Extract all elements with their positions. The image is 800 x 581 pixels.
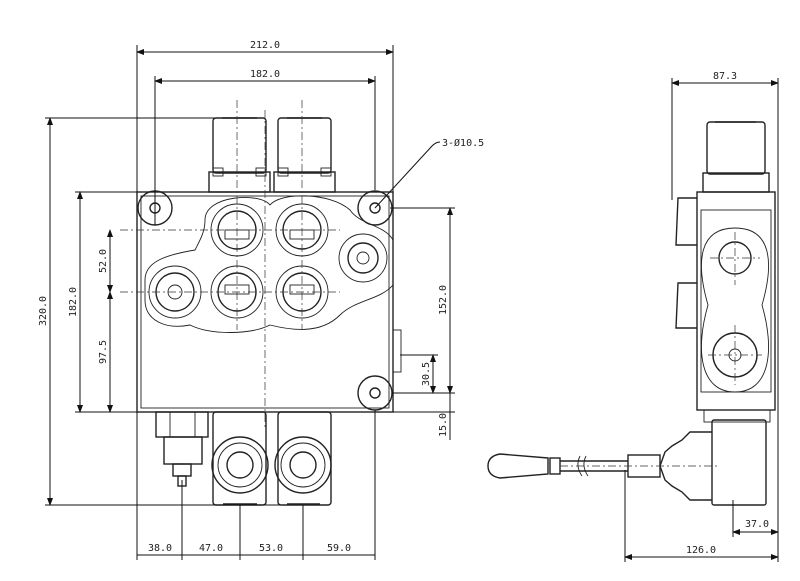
port-outlet [338,233,388,283]
dim-actuator-offset: 37.0 [745,519,769,530]
mounting-hole-bottom-right [357,375,393,411]
front-view: 212.0 182.0 320.0 182.0 52.0 97.5 152.0 … [38,40,484,560]
dim-side-port-offset: 30.5 [421,362,432,386]
port-boss-outline [144,195,394,333]
dim-hole-spacing-width: 182.0 [250,69,280,80]
bottom-solenoid-right [274,411,332,506]
dim-overall-width: 212.0 [250,40,280,51]
dim-offset-2: 47.0 [199,543,223,554]
dim-offset-1: 38.0 [148,543,172,554]
dim-body-height: 182.0 [68,287,79,317]
side-view: 87.3 37.0 126.0 [487,71,779,562]
dim-hole-spacing-height: 152.0 [438,285,449,315]
top-solenoid-right [273,117,336,193]
dim-bottom-hole-offset: 15.0 [438,413,449,437]
dim-offset-4: 59.0 [327,543,351,554]
dim-lever-length: 126.0 [686,545,716,556]
dim-lower-port-height: 97.5 [98,340,109,364]
side-dimensions: 87.3 37.0 126.0 [624,71,779,562]
top-solenoid-left [208,117,271,193]
bottom-solenoid-left [211,411,269,506]
side-port-upper [718,241,752,275]
dim-port-row-spacing: 52.0 [98,249,109,273]
dim-overall-height: 320.0 [38,296,49,326]
mounting-hole-callout: 3-Ø10.5 [442,137,484,149]
side-actuator [711,419,767,506]
dim-offset-3: 53.0 [259,543,283,554]
dim-depth: 87.3 [713,71,737,82]
relief-valve [155,411,209,487]
front-dimensions: 212.0 182.0 320.0 182.0 52.0 97.5 152.0 … [38,40,484,560]
control-lever [487,431,720,501]
